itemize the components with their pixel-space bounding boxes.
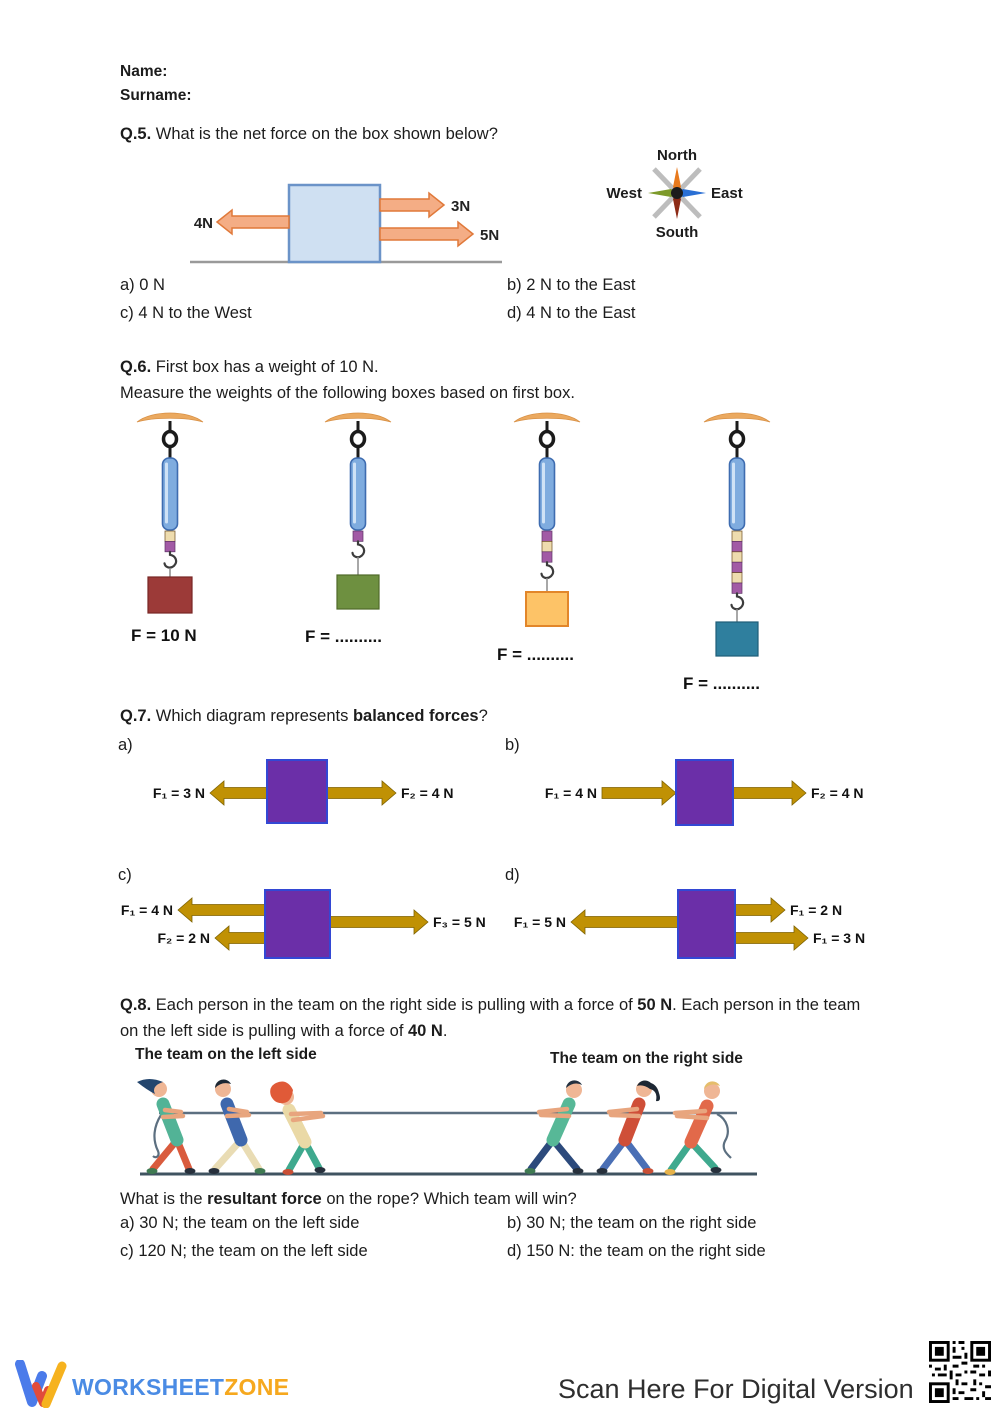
q6-label-2: F = .......... xyxy=(305,627,382,646)
scan-here-text: Scan Here For Digital Version xyxy=(558,1374,914,1404)
q7-title: Q.7. Which diagram represents balanced f… xyxy=(120,703,488,729)
q7-b-f2-label: F₂ = 4 N xyxy=(811,785,864,801)
compass-north-label: North xyxy=(657,147,697,164)
brand-zone: ZONE xyxy=(224,1374,290,1400)
q6-number: Q.6. xyxy=(120,358,152,376)
q7-a-f1-label: F₁ = 3 N xyxy=(153,785,205,801)
compass-south-label: South xyxy=(656,224,699,241)
q7-marker-c: c) xyxy=(118,866,132,884)
q8-title: Q.8. Each person in the team on the righ… xyxy=(120,992,882,1044)
right-team-person-2 xyxy=(596,1080,660,1174)
q5-option-a: a) 0 N xyxy=(120,276,165,294)
compass-rose-icon xyxy=(648,167,706,219)
name-surname-block: Name: Surname: xyxy=(120,60,192,108)
brand-worksheet: WORKSHEET xyxy=(72,1374,225,1400)
q6-label-4: F = .......... xyxy=(683,674,760,693)
q5-option-b: b) 2 N to the East xyxy=(507,276,636,294)
q7-d-right-top-label: F₁ = 2 N xyxy=(790,902,842,918)
q7-a-f2-label: F₂ = 4 N xyxy=(401,785,454,801)
q8-force-right: 50 N xyxy=(637,996,673,1014)
q7-number: Q.7. xyxy=(120,707,152,725)
q8-option-a: a) 30 N; the team on the left side xyxy=(120,1214,360,1232)
q5-title: Q.5. What is the net force on the box sh… xyxy=(120,121,498,147)
q7-c-f1-label: F₁ = 4 N xyxy=(121,902,173,918)
brand-wordmark: WORKSHEETZONE xyxy=(72,1374,289,1401)
worksheetzone-logo-icon xyxy=(15,1360,67,1408)
q8-question: What is the resultant force on the rope?… xyxy=(120,1186,577,1212)
q6-line1: First box has a weight of 10 N. xyxy=(151,358,379,376)
q7-diagrams-figure: a) b) c) d) F₁ = 3 N F₂ = 4 N F₁ = 4 N F… xyxy=(118,736,865,959)
q7-question-end: ? xyxy=(478,707,488,725)
q5-question: What is the net force on the box shown b… xyxy=(151,125,498,143)
right-team-person-1 xyxy=(524,1080,584,1174)
spring-scale-1 xyxy=(136,412,204,614)
compass-east-label: East xyxy=(711,185,743,202)
force-arrow-top-right xyxy=(379,191,446,219)
q7-diagram-b: F₁ = 4 N F₂ = 4 N xyxy=(545,759,864,826)
q6-label-1: F = 10 N xyxy=(131,626,197,645)
left-team-person-1 xyxy=(137,1079,196,1174)
q5-option-d: d) 4 N to the East xyxy=(507,304,636,322)
q7-marker-b: b) xyxy=(505,736,520,754)
left-team-person-2 xyxy=(208,1079,266,1174)
weight-box-orange xyxy=(525,591,569,627)
q5-option-c: c) 4 N to the West xyxy=(120,304,252,322)
q5-box xyxy=(287,183,382,264)
q8-q-text-1: What is the xyxy=(120,1190,208,1208)
q6-title: Q.6. First box has a weight of 10 N. Mea… xyxy=(120,354,575,406)
q7-b-f1-label: F₁ = 4 N xyxy=(545,785,597,801)
q8-number: Q.8. xyxy=(120,996,152,1014)
spring-scale-3 xyxy=(513,412,581,627)
team-right-label: The team on the right side xyxy=(550,1050,743,1067)
q5-number: Q.5. xyxy=(120,125,152,143)
q7-c-f3-label: F₃ = 5 N xyxy=(433,914,486,930)
left-team-person-3 xyxy=(270,1081,326,1175)
q7-question-mid: Which diagram represents xyxy=(151,707,353,725)
q8-text-2: . Each person in the team on the left si… xyxy=(120,996,861,1040)
q6-spring-scales-figure: F = 10 N F = .......... xyxy=(131,412,771,693)
surname-label: Surname: xyxy=(120,87,192,104)
q6-label-3: F = .......... xyxy=(497,645,574,664)
spring-scale-4 xyxy=(703,412,771,657)
q7-marker-d: d) xyxy=(505,866,520,884)
q6-line2: Measure the weights of the following box… xyxy=(120,384,575,402)
compass-west-label: West xyxy=(606,185,642,202)
force-label-3n: 3N xyxy=(451,198,470,215)
force-arrow-bottom-right xyxy=(379,220,475,248)
tug-of-war-illustration xyxy=(137,1079,757,1176)
force-label-5n: 5N xyxy=(480,227,499,244)
q7-diagram-a: F₁ = 3 N F₂ = 4 N xyxy=(153,759,454,824)
q5-force-diagram: 4N 3N 5N North South West East xyxy=(190,147,743,264)
q8-text-3: . xyxy=(442,1022,448,1040)
q8-q-bold: resultant force xyxy=(207,1190,322,1208)
qr-code-icon xyxy=(929,1341,991,1403)
q7-question-bold: balanced forces xyxy=(352,707,479,725)
q8-text-1: Each person in the team on the right sid… xyxy=(151,996,638,1014)
q7-d-right-bottom-label: F₁ = 3 N xyxy=(813,930,865,946)
right-team-person-3 xyxy=(664,1081,732,1175)
name-label: Name: xyxy=(120,63,168,80)
force-label-4n: 4N xyxy=(194,215,213,232)
q8-option-b: b) 30 N; the team on the right side xyxy=(507,1214,757,1232)
weight-box-red xyxy=(147,576,193,614)
q8-option-c: c) 120 N; the team on the left side xyxy=(120,1242,368,1260)
q8-q-text-2: on the rope? Which team will win? xyxy=(321,1190,577,1208)
weight-box-green xyxy=(336,574,380,610)
q7-d-left-label: F₁ = 5 N xyxy=(514,914,566,930)
team-left-label: The team on the left side xyxy=(135,1046,317,1063)
q8-option-d: d) 150 N: the team on the right side xyxy=(507,1242,766,1260)
q7-diagram-d: F₁ = 5 N F₁ = 2 N F₁ = 3 N xyxy=(514,889,865,959)
q8-force-left: 40 N xyxy=(408,1022,443,1040)
force-arrow-left xyxy=(215,208,290,236)
weight-box-teal xyxy=(715,621,759,657)
q7-marker-a: a) xyxy=(118,736,133,754)
q7-c-f2-label: F₂ = 2 N xyxy=(157,930,210,946)
spring-scale-2 xyxy=(324,412,392,610)
q7-diagram-c: F₁ = 4 N F₂ = 2 N F₃ = 5 N xyxy=(121,889,486,959)
